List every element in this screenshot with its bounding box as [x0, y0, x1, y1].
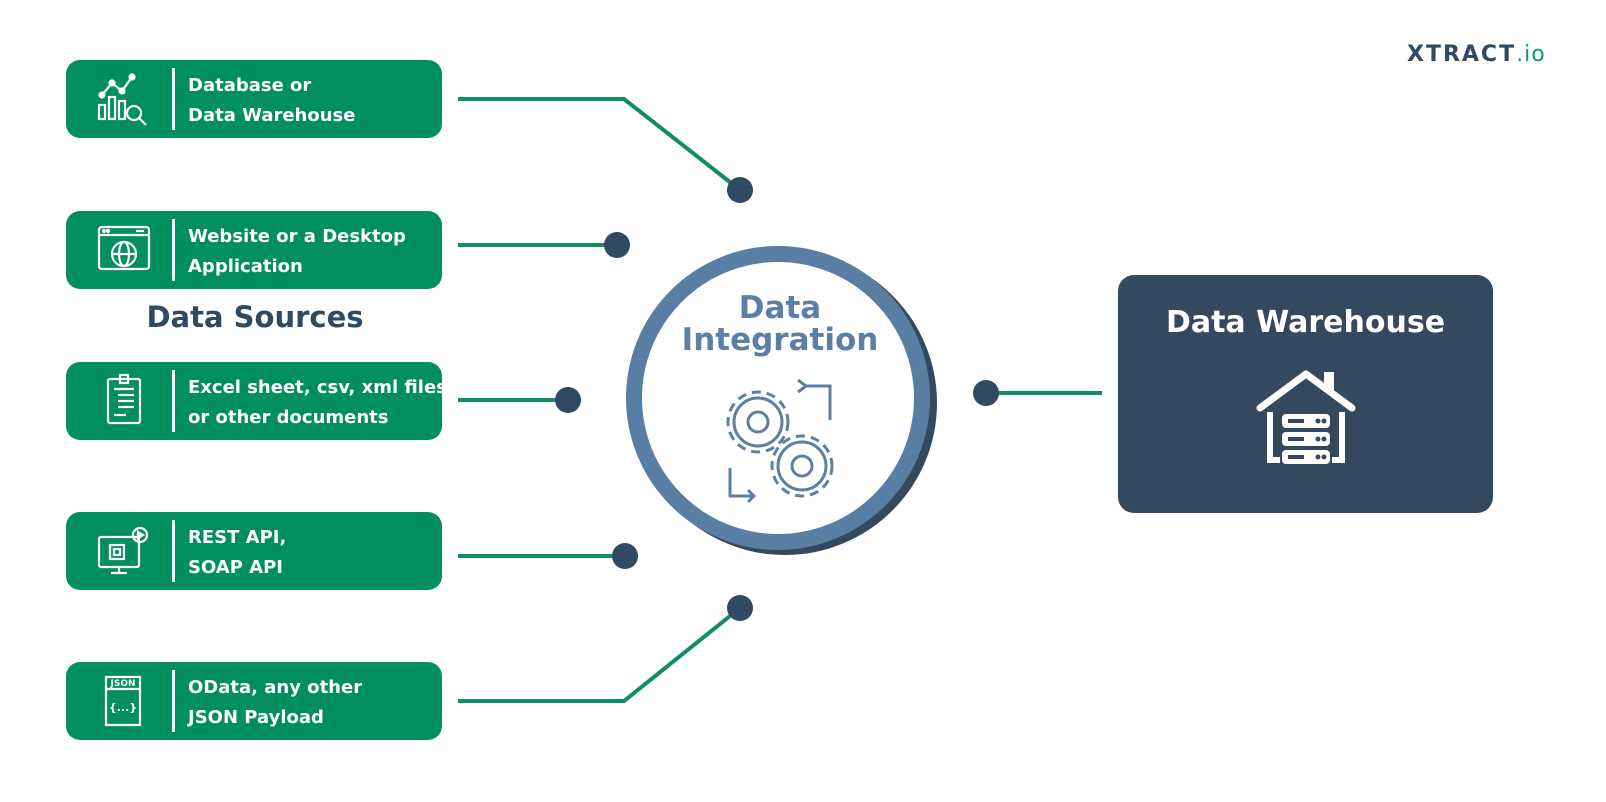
source-label-line2: Data Warehouse — [188, 105, 356, 126]
gears-cycle-icon — [726, 378, 834, 504]
source-label: OData, any other JSON Payload — [188, 673, 438, 733]
hub-title-line2: Integration — [681, 322, 879, 358]
connector-line-1 — [458, 97, 742, 192]
connector-dot-1 — [727, 177, 753, 203]
data-warehouse-title: Data Warehouse — [1165, 305, 1446, 340]
divider — [172, 670, 175, 732]
house-server-icon — [1256, 370, 1356, 464]
source-label: REST API, SOAP API — [188, 523, 438, 583]
divider — [172, 370, 175, 432]
source-label-line1: REST API, — [188, 527, 287, 548]
source-label-line1: Excel sheet, csv, xml files, — [188, 377, 454, 398]
source-label: Excel sheet, csv, xml files, or other do… — [188, 373, 454, 433]
source-label: Website or a Desktop Application — [188, 222, 438, 282]
web-browser-globe-icon — [97, 225, 151, 271]
source-label-line2: Application — [188, 256, 303, 277]
brand-logo: XTRACT.io — [1407, 42, 1546, 67]
connector-line-5 — [458, 606, 742, 703]
logo-suffix: .io — [1516, 42, 1546, 67]
hub-title-line1: Data — [738, 290, 822, 326]
source-card-api: REST API, SOAP API — [66, 512, 442, 590]
source-card-website: Website or a Desktop Application — [66, 211, 442, 289]
svg-text:JSON: JSON — [109, 679, 135, 689]
source-card-documents: Excel sheet, csv, xml files, or other do… — [66, 362, 454, 440]
divider — [172, 520, 175, 582]
data-warehouse-box: Data Warehouse — [1118, 275, 1493, 513]
connector-dot-5 — [727, 595, 753, 621]
source-label: Database or Data Warehouse — [188, 71, 438, 131]
api-monitor-gear-icon — [97, 526, 149, 575]
source-label-line2: JSON Payload — [188, 707, 324, 728]
hub-title: Data Integration — [660, 292, 900, 356]
logo-text: XTRACT — [1407, 42, 1517, 67]
connector-dot-2 — [604, 232, 630, 258]
source-label-line1: Database or — [188, 75, 312, 96]
analytics-chart-icon — [97, 73, 147, 126]
source-card-database: Database or Data Warehouse — [66, 60, 442, 138]
divider — [172, 68, 175, 130]
source-label-line2: or other documents — [188, 407, 389, 428]
svg-text:{...}: {...} — [109, 701, 137, 714]
source-card-json: JSON {...} OData, any other JSON Payload — [66, 662, 442, 740]
connector-dot-3 — [555, 387, 581, 413]
json-file-icon: JSON {...} — [104, 675, 142, 727]
source-label-line1: OData, any other — [188, 677, 363, 698]
divider — [172, 219, 175, 281]
hub-center — [642, 262, 914, 534]
data-sources-heading: Data Sources — [146, 300, 364, 334]
source-label-line2: SOAP API — [188, 557, 283, 578]
source-label-line1: Website or a Desktop — [188, 226, 406, 247]
document-icon — [106, 373, 142, 425]
connector-dot-out — [973, 380, 999, 406]
connector-dot-4 — [612, 543, 638, 569]
